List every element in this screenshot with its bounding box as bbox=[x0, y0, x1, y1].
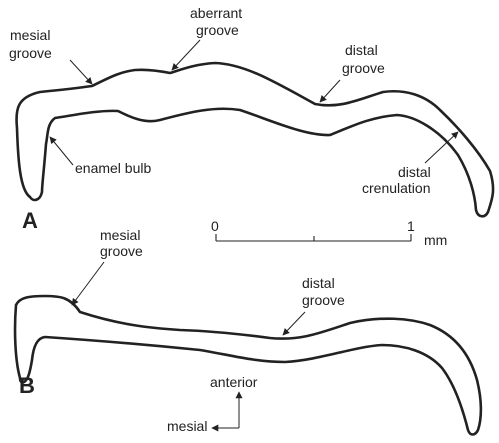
panel-b-distal-groove-label-line1: distal bbox=[302, 275, 335, 291]
panel-a-mesial-groove-arrow bbox=[70, 60, 92, 84]
panel-b-distal-groove-arrow bbox=[283, 312, 305, 335]
panel-a-aberrant-groove-label-line1: aberrant bbox=[190, 5, 242, 21]
panel-a-distal-groove-label-line2: groove bbox=[342, 60, 385, 76]
panel-a-letter: A bbox=[22, 208, 38, 233]
panel-a-distal-groove-label-line1: distal bbox=[345, 42, 378, 58]
orientation-mesial-label: mesial bbox=[167, 418, 207, 434]
panel-a-distal-crenulation-label-line1: distal bbox=[398, 164, 431, 180]
panel-b: B mesial groove distal groove bbox=[15, 227, 481, 435]
orientation-indicator: anterior mesial bbox=[167, 374, 258, 434]
panel-a-aberrant-groove-label-line2: groove bbox=[196, 22, 239, 38]
scale-bar-start-label: 0 bbox=[211, 218, 219, 234]
scale-bar-unit-label: mm bbox=[424, 232, 447, 248]
panel-a-mesial-groove-label-line2: groove bbox=[9, 45, 52, 61]
panel-b-enamel-outline bbox=[15, 296, 481, 435]
panel-a: A mesial groove aberrant groove distal g… bbox=[9, 5, 493, 233]
panel-a-distal-groove-arrow bbox=[320, 80, 340, 102]
panel-b-mesial-groove-label-line1: mesial bbox=[100, 227, 140, 243]
scale-bar-end-label: 1 bbox=[407, 218, 415, 234]
panel-a-mesial-groove-label-line1: mesial bbox=[10, 27, 50, 43]
panel-a-enamel-bulb-label: enamel bulb bbox=[75, 160, 151, 176]
panel-a-distal-crenulation-label-line2: crenulation bbox=[362, 180, 431, 196]
panel-b-mesial-groove-label-line2: groove bbox=[100, 243, 143, 259]
panel-a-enamel-bulb-arrow bbox=[50, 137, 73, 165]
scale-bar: 0 1 mm bbox=[211, 218, 447, 248]
orientation-anterior-label: anterior bbox=[210, 374, 258, 390]
panel-b-distal-groove-label-line2: groove bbox=[302, 292, 345, 308]
panel-b-letter: B bbox=[19, 373, 35, 398]
panel-b-mesial-groove-arrow bbox=[72, 262, 104, 305]
